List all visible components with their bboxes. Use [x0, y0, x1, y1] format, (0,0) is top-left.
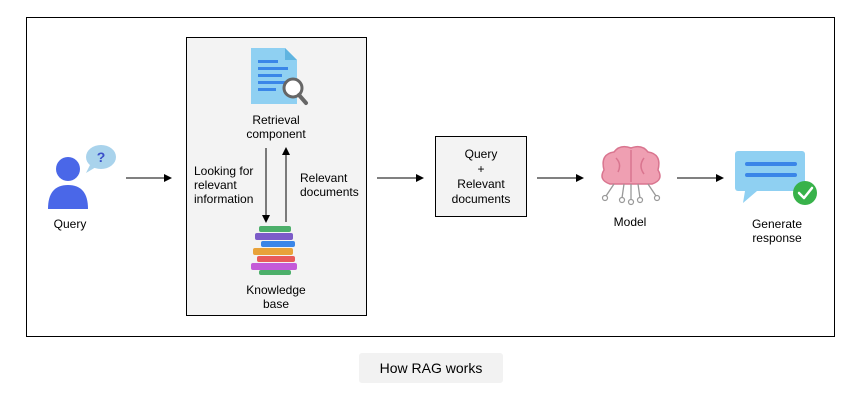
looking-label: Looking for relevant information: [194, 164, 254, 206]
chat-response-icon: [735, 151, 817, 205]
retrieval-label: Retrieval component: [246, 113, 306, 141]
user-icon: ?: [48, 145, 116, 209]
brain-icon: [601, 145, 661, 206]
response-label: Generate response: [751, 217, 803, 245]
question-bubble-icon: ?: [86, 145, 116, 173]
book-stack-icon: [251, 226, 297, 275]
check-icon: [793, 181, 817, 205]
query-documents-box: Query + Relevant documents: [435, 136, 527, 217]
query-label: Query: [53, 217, 87, 231]
document-search-icon: [251, 48, 308, 105]
diagram-caption: How RAG works: [359, 353, 503, 383]
model-label: Model: [613, 215, 647, 229]
diagram-frame: [26, 17, 835, 337]
question-mark: ?: [97, 149, 106, 165]
relevant-docs-label: Relevant documents: [300, 171, 359, 199]
knowledge-label: Knowledge base: [246, 283, 306, 311]
